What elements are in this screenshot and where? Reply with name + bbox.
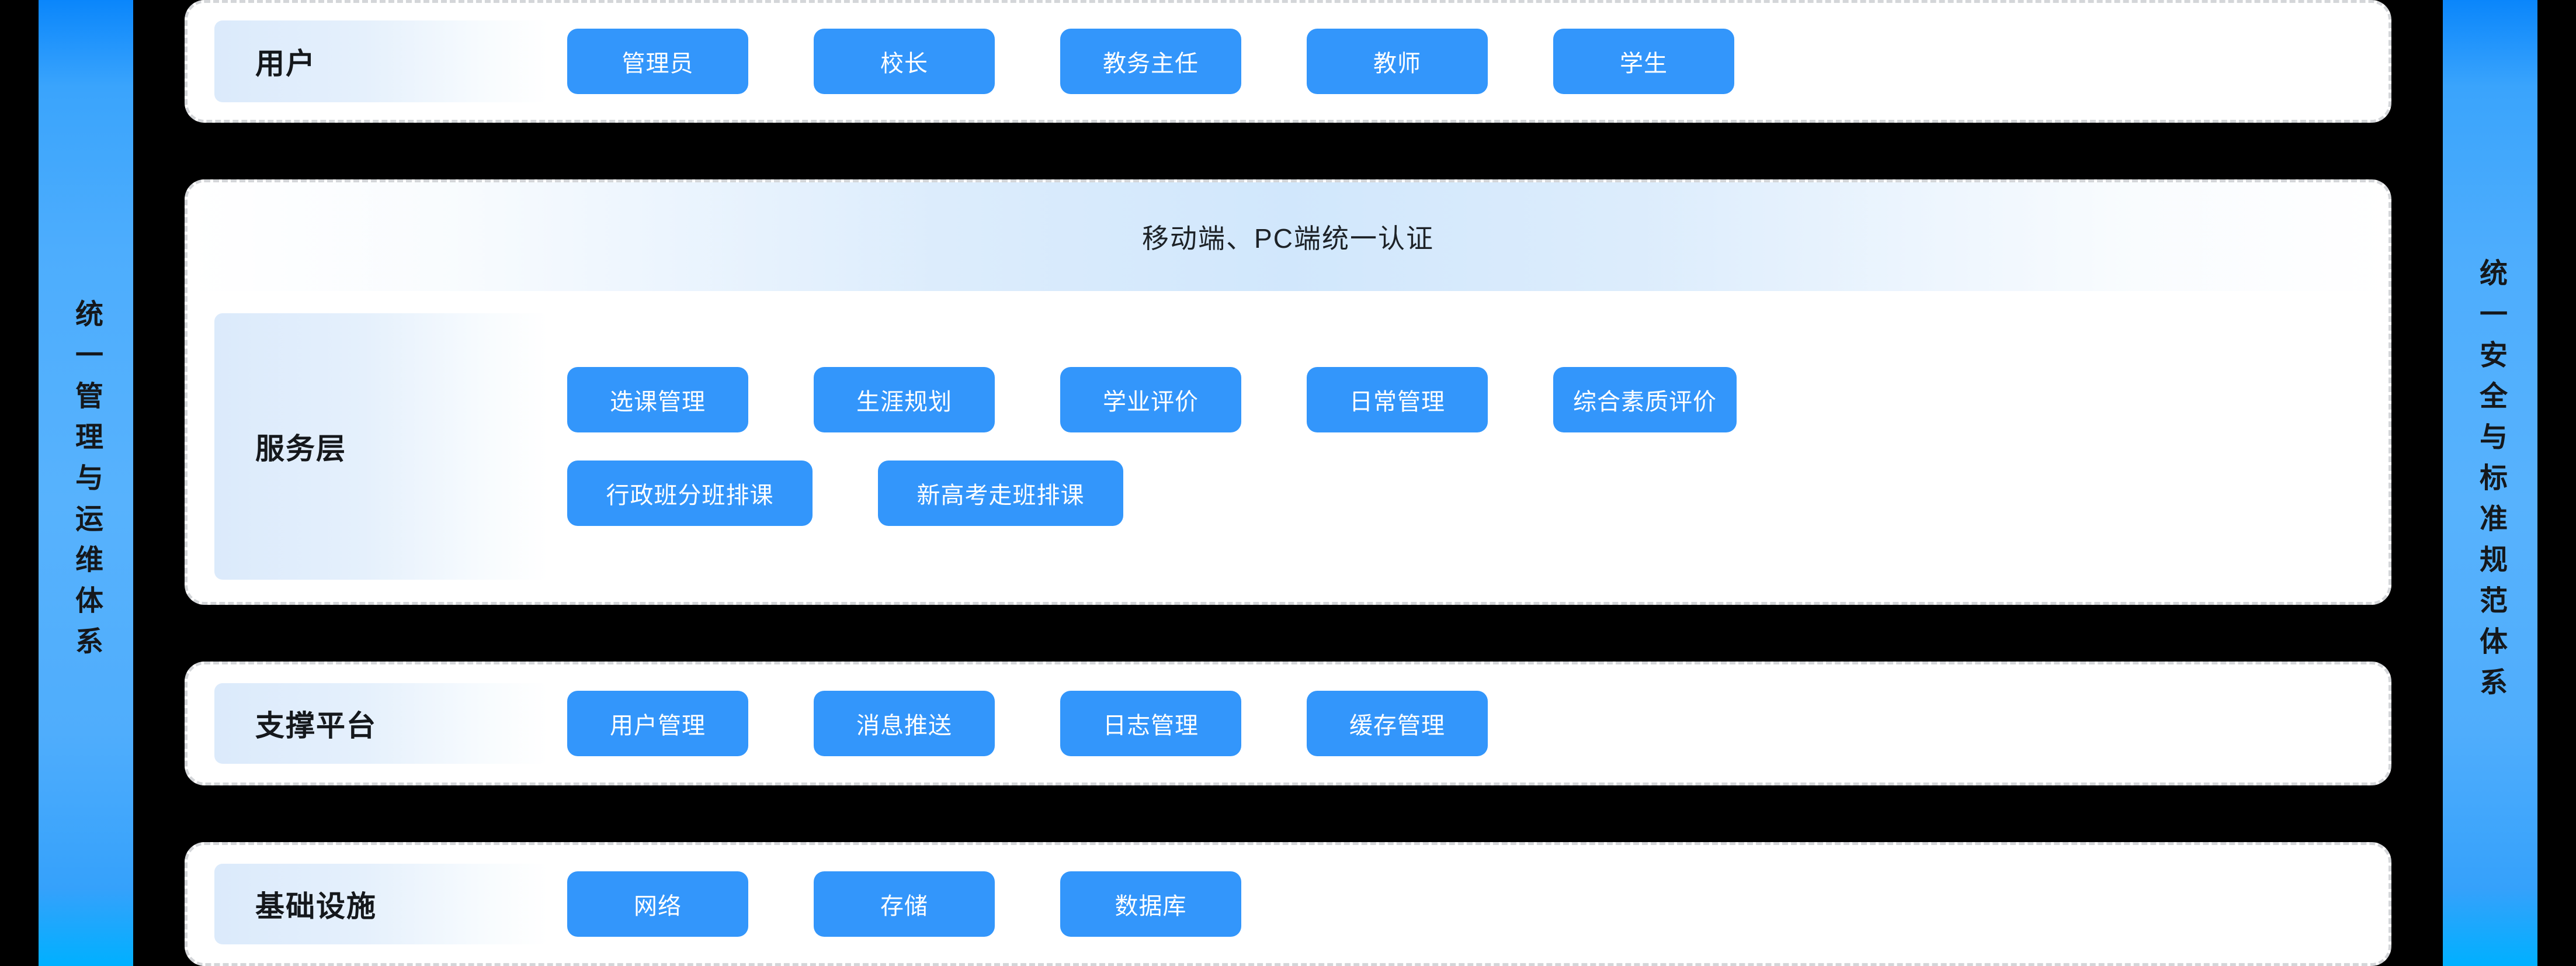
- left-vertical-banner-text: 统一管理与运维体系: [71, 299, 102, 667]
- node-button-log-management[interactable]: 日志管理: [1060, 691, 1241, 756]
- layer-label-infrastructure: 基础设施: [214, 864, 548, 944]
- node-button-message-push[interactable]: 消息推送: [814, 691, 995, 756]
- node-button-admin-class-scheduling[interactable]: 行政班分班排课: [567, 461, 813, 526]
- node-button-teacher[interactable]: 教师: [1307, 29, 1488, 94]
- left-vertical-banner: 统一管理与运维体系: [39, 0, 133, 966]
- node-area-support: 用户管理 消息推送 日志管理 缓存管理: [548, 664, 2357, 783]
- node-button-daily-management[interactable]: 日常管理: [1307, 367, 1488, 432]
- node-button-student[interactable]: 学生: [1553, 29, 1734, 94]
- node-button-career-planning[interactable]: 生涯规划: [814, 367, 995, 432]
- node-button-academic-evaluation[interactable]: 学业评价: [1060, 367, 1241, 432]
- node-area-users: 管理员 校长 教务主任 教师 学生: [548, 3, 2357, 120]
- node-button-course-selection[interactable]: 选课管理: [567, 367, 748, 432]
- node-button-gaokao-elective-scheduling[interactable]: 新高考走班排课: [878, 461, 1123, 526]
- layer-label-service: 服务层: [214, 313, 548, 580]
- node-button-comprehensive-quality-evaluation[interactable]: 综合素质评价: [1553, 367, 1737, 432]
- layer-row-service: 服务层 选课管理 生涯规划 学业评价 日常管理 综合素质评价 行政班分班排课 新…: [188, 291, 2388, 602]
- right-vertical-banner: 统一安全与标准规范体系: [2443, 0, 2537, 966]
- node-row-service-0: 选课管理 生涯规划 学业评价 日常管理 综合素质评价: [567, 367, 2357, 432]
- node-button-cache-management[interactable]: 缓存管理: [1307, 691, 1488, 756]
- node-button-storage[interactable]: 存储: [814, 871, 995, 937]
- node-row-support-0: 用户管理 消息推送 日志管理 缓存管理: [567, 691, 2357, 756]
- layer-label-support: 支撑平台: [214, 683, 548, 764]
- layer-label-text-infrastructure: 基础设施: [255, 890, 377, 923]
- layer-card-infrastructure: 基础设施 网络 存储 数据库: [185, 842, 2391, 966]
- node-button-admin[interactable]: 管理员: [567, 29, 748, 94]
- layer-row-users: 用户 管理员 校长 教务主任 教师 学生: [188, 3, 2388, 120]
- node-button-academic-director[interactable]: 教务主任: [1060, 29, 1241, 94]
- node-row-infrastructure-0: 网络 存储 数据库: [567, 871, 2357, 937]
- layer-label-text-support: 支撑平台: [255, 709, 377, 742]
- node-area-service: 选课管理 生涯规划 学业评价 日常管理 综合素质评价 行政班分班排课 新高考走班…: [548, 291, 2357, 602]
- unified-auth-banner: 移动端、PC端统一认证: [188, 182, 2388, 291]
- layer-label-users: 用户: [214, 20, 548, 102]
- layer-label-text-service: 服务层: [255, 432, 346, 465]
- node-button-network[interactable]: 网络: [567, 871, 748, 937]
- layer-card-users: 用户 管理员 校长 教务主任 教师 学生: [185, 0, 2391, 123]
- node-row-service-1: 行政班分班排课 新高考走班排课: [567, 461, 2357, 526]
- right-vertical-banner-text: 统一安全与标准规范体系: [2475, 258, 2506, 708]
- layer-label-text-users: 用户: [255, 47, 316, 80]
- node-button-user-management[interactable]: 用户管理: [567, 691, 748, 756]
- node-button-database[interactable]: 数据库: [1060, 871, 1241, 937]
- node-area-infrastructure: 网络 存储 数据库: [548, 845, 2357, 963]
- layer-card-support: 支撑平台 用户管理 消息推送 日志管理 缓存管理: [185, 662, 2391, 785]
- layer-card-service: 移动端、PC端统一认证 服务层 选课管理 生涯规划 学业评价 日常管理 综合素质…: [185, 179, 2391, 605]
- node-row-users-0: 管理员 校长 教务主任 教师 学生: [567, 29, 2357, 94]
- node-button-principal[interactable]: 校长: [814, 29, 995, 94]
- layer-stack: 用户 管理员 校长 教务主任 教师 学生 移动端、PC端统一认证: [133, 0, 2443, 966]
- layer-row-infrastructure: 基础设施 网络 存储 数据库: [188, 845, 2388, 963]
- layer-row-support: 支撑平台 用户管理 消息推送 日志管理 缓存管理: [188, 664, 2388, 783]
- unified-auth-banner-text: 移动端、PC端统一认证: [1142, 223, 1434, 254]
